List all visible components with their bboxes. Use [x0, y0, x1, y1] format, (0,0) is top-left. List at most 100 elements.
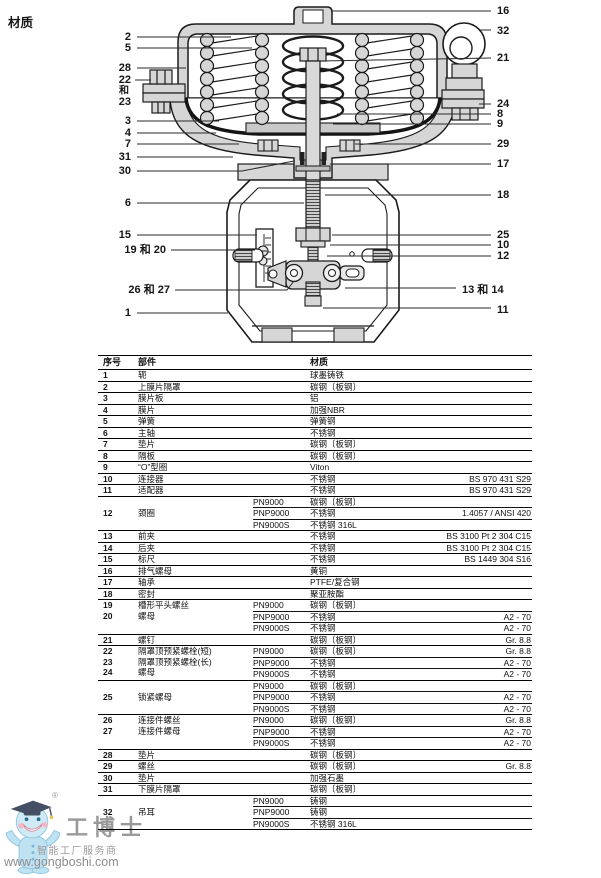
row-number-cell: 17 [98, 577, 138, 588]
callout-6: 6 [125, 197, 131, 209]
actuator-cross-section-diagram: 2 5 28 22 和 23 3 4 7 31 30 6 15 19 和 20 … [118, 5, 510, 343]
part-name-cell: 下膜片隔罩 [138, 784, 253, 795]
row-number: 20 [103, 610, 113, 621]
material-entries: 铝 [253, 393, 532, 404]
part-name-cell: 隔板 [138, 451, 253, 462]
material-entry: 黄铜 [253, 566, 532, 577]
part-name: 垫片 [138, 749, 156, 760]
registered-mark: ® [52, 791, 58, 800]
row-number-cell: 6 [98, 428, 138, 439]
part-name: 螺丝 [138, 761, 156, 771]
callout-labels: 2 5 28 22 和 23 3 4 7 31 30 6 15 19 和 20 … [118, 5, 510, 319]
variant-code: PNP9000 [253, 692, 290, 702]
material-name: 不锈钢 [310, 738, 336, 748]
row-number-cell: 14 [98, 543, 138, 554]
variant-code: PNP9000 [253, 726, 290, 737]
row-number: 22 [103, 646, 113, 656]
material-entry: 铝 [253, 393, 532, 404]
material-name: 碳钢〔板钢〕 [310, 600, 362, 610]
row-number: 4 [103, 404, 108, 415]
row-number-cell: 7 [98, 439, 138, 450]
part-name: 连接件螺丝 [138, 715, 181, 725]
part-name-cell: 锁紧螺母 [138, 681, 253, 715]
material-spec: BS 3100 Pt 2 304 C15 [446, 542, 531, 553]
col-header-material: 材质 [310, 357, 329, 368]
material-name: 不锈钢 [310, 657, 336, 668]
material-entry: PTFE/复合钢 [253, 577, 532, 588]
part-name: 下膜片隔罩 [138, 784, 181, 794]
lock-nut [295, 227, 331, 242]
material-name: 不锈钢 [310, 508, 336, 518]
variant-code: PN9000 [253, 600, 284, 610]
part-name-cell: 垫片 [138, 750, 253, 761]
material-entries: 碳钢〔板钢〕 [253, 451, 532, 462]
springs [199, 32, 425, 126]
material-spec: 1.4057 / ANSI 420 [462, 508, 531, 518]
variant-code: PNP9000 [253, 611, 290, 622]
row-number: 11 [103, 485, 112, 495]
part-name: 螺钉 [138, 634, 156, 645]
material-name: 铝 [310, 393, 319, 403]
part-name-cell: 螺钉 [138, 635, 253, 646]
part-name: 螺母 [138, 667, 156, 677]
material-entries: 弹簧钢 [253, 416, 532, 427]
row-number: 23 [103, 656, 113, 667]
col-header-no: 序号 [103, 357, 122, 368]
material-entries: 聚亚胺酯 [253, 589, 532, 600]
material-name: 弹簧钢 [310, 416, 336, 426]
lifting-eye [441, 22, 486, 121]
material-name: 不锈钢 [310, 611, 336, 622]
callout-4: 4 [125, 127, 132, 139]
material-name: 不锈钢 [310, 726, 336, 737]
actuator-stem [299, 47, 327, 181]
material-entries: Viton [253, 462, 532, 473]
material-name: 球墨铸铁 [310, 370, 345, 380]
yoke-base-pad [261, 327, 293, 343]
variant-code: PN9000S [253, 818, 290, 829]
watermark-brand: 工博士 [66, 815, 148, 840]
material-name: 不锈钢 [310, 473, 336, 484]
stem-bearing [295, 152, 331, 172]
callout-10: 10 [497, 239, 509, 251]
variant-code: PN9000S [253, 623, 290, 633]
variant-code: PN9000 [253, 680, 284, 691]
row-number-cell: 31 [98, 784, 138, 795]
row-number-cell: 25 [98, 681, 138, 715]
part-name: 上膜片隔罩 [138, 381, 181, 392]
row-number: 13 [103, 531, 113, 541]
material-entry: 碳钢〔板钢〕 [253, 439, 532, 450]
variant-code: PN9000S [253, 669, 290, 679]
material-entry: 加强NBR [253, 405, 532, 416]
material-entry: 加强石墨 [253, 773, 532, 784]
part-name-cell: 上膜片隔罩 [138, 382, 253, 393]
row-number-cell: 21 [98, 635, 138, 646]
row-number: 30 [103, 772, 113, 783]
material-name: 碳钢〔板钢〕 [310, 381, 362, 392]
part-name-cell: 颈圈 [138, 497, 253, 531]
part-name: 螺母 [138, 610, 156, 621]
callout-22: 22 [119, 74, 131, 86]
material-name: 不锈钢 [310, 485, 336, 495]
part-name: 膜片板 [138, 393, 164, 403]
callout-11: 11 [497, 304, 509, 316]
